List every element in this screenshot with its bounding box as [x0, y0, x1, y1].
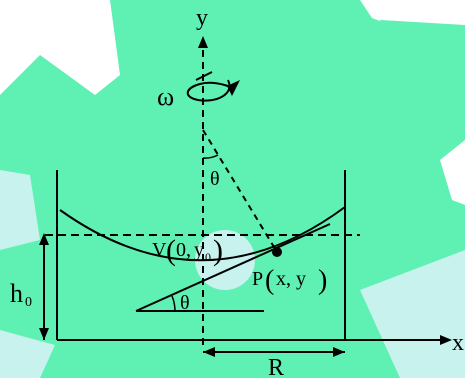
vertex-close-paren: ) [213, 234, 223, 267]
point-open-paren: ( [265, 265, 274, 296]
top-angle-arc [202, 154, 219, 159]
gear-tooth-top [140, 0, 240, 35]
theta-bottom-label: θ [180, 292, 190, 314]
vertex-label-v: V [152, 239, 167, 261]
r-arrow-left [203, 347, 215, 357]
radius-label: R [268, 355, 284, 378]
r-arrow-right [333, 347, 345, 357]
h0-label: h [10, 279, 23, 308]
vertex-y-subscript: 0 [205, 250, 211, 264]
point-label-p: P [252, 268, 263, 290]
normal-line [202, 129, 278, 253]
free-surface-curve [59, 206, 346, 262]
y-axis-arrowhead [198, 36, 208, 48]
rotation-tick [195, 71, 213, 81]
point-close-paren: ) [318, 265, 327, 296]
rotation-arrowhead [227, 80, 240, 96]
bottom-angle-arc [171, 295, 176, 312]
gear-light-left [0, 170, 40, 250]
vertex-x-value: 0, [176, 239, 191, 261]
point-p-marker [272, 247, 282, 257]
y-axis-label: y [196, 5, 208, 31]
vertex-open-paren: ( [166, 234, 176, 267]
x-axis-arrowhead [440, 335, 452, 345]
rotation-arrow-icon [186, 79, 233, 102]
h0-arrow-top [39, 233, 49, 245]
point-coords: x, y [276, 268, 306, 290]
vertex-y-value: y [194, 239, 204, 261]
gear-light-bottom-left [0, 330, 55, 378]
x-axis-label: x [452, 330, 464, 356]
h0-arrow-bottom [39, 328, 49, 340]
omega-label: ω [157, 82, 174, 111]
h0-subscript: 0 [25, 295, 32, 310]
gear-hub [195, 230, 255, 290]
gear-light-right [360, 250, 465, 378]
gear-tooth-upper-right [380, 20, 465, 105]
tangent-line [135, 223, 331, 312]
theta-top-label: θ [210, 168, 220, 190]
